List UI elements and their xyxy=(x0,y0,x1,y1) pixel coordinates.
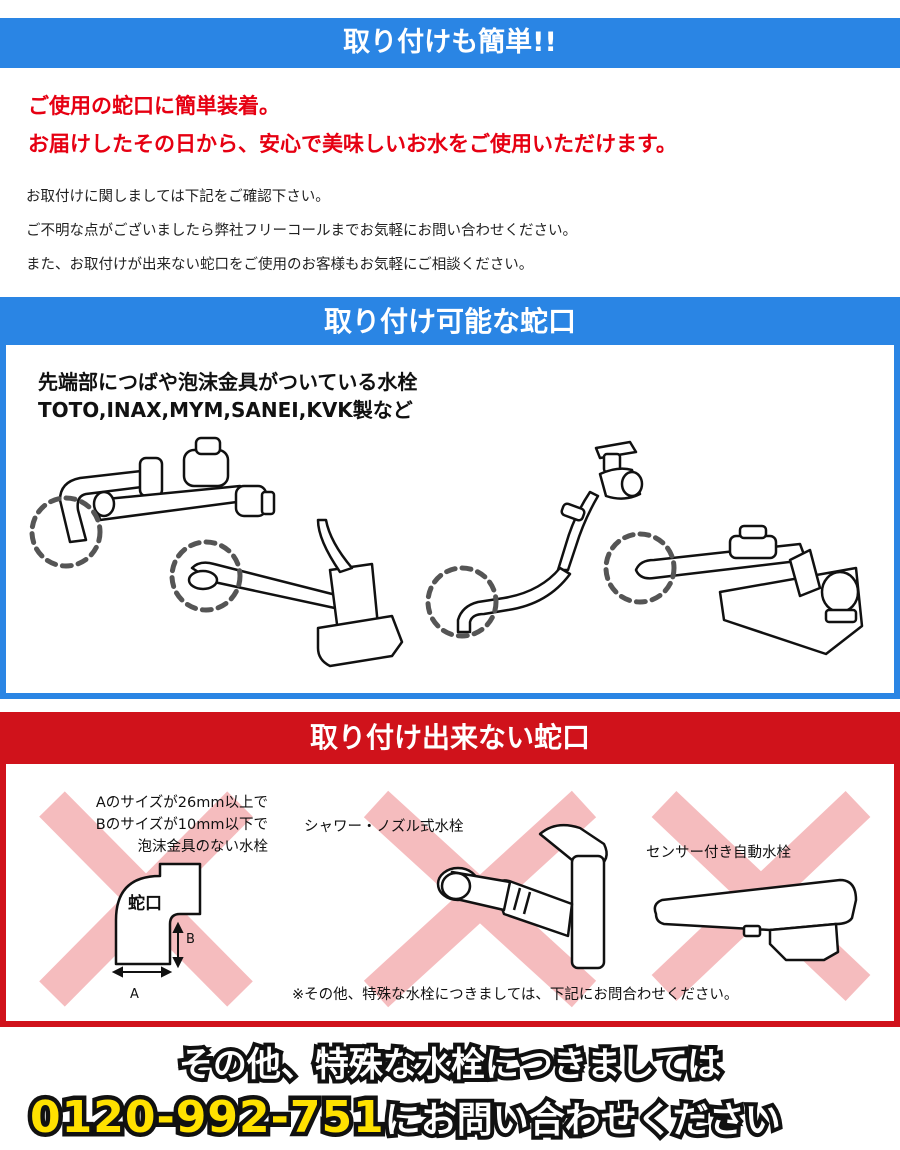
faucet-diagram-label: 蛇口 xyxy=(128,894,162,914)
incompatible-item1-text: Aのサイズが26mm以上で Bのサイズが10mm以下で 泡沫金具のない水栓 xyxy=(18,792,268,858)
item1-line3: 泡沫金具のない水栓 xyxy=(137,839,269,855)
footer-message: その他、特殊な水栓につきましては xyxy=(175,1041,725,1089)
incompatible-note: ※その他、特殊な水栓につきましては、下記にお問合わせください。 xyxy=(292,987,739,1003)
single-lever-faucet-illustration xyxy=(187,518,404,668)
highlight-circle xyxy=(603,531,677,605)
gooseneck-faucet-illustration xyxy=(456,440,644,634)
compatible-title-bar: 取り付け可能な蛇口 xyxy=(0,297,900,345)
shower-nozzle-faucet-illustration xyxy=(436,823,608,970)
page-title-bar: 取り付けも簡単!! xyxy=(0,18,900,68)
intro-highlight: ご使用の蛇口に簡単装着。 お届けしたその日から、安心で美味しいお水をご使用いただ… xyxy=(28,87,888,163)
incompatible-item2-text: シャワー・ノズル式水栓 xyxy=(304,819,464,835)
footer-contact: 0120-992-751にお問い合わせください xyxy=(26,1088,890,1150)
intro-red-line1: ご使用の蛇口に簡単装着。 xyxy=(28,94,280,118)
page-title: 取り付けも簡単!! xyxy=(343,27,557,58)
phone-number-link[interactable]: 0120-992-751 xyxy=(26,1088,389,1148)
compatible-desc-line1: 先端部につばや泡沫金具がついている水栓 xyxy=(38,370,418,394)
incompatible-title: 取り付け出来ない蛇口 xyxy=(309,721,590,754)
compatible-title: 取り付け可能な蛇口 xyxy=(323,305,576,338)
intro-red-line2: お届けしたその日から、安心で美味しいお水をご使用いただけます。 xyxy=(28,132,677,156)
bent-spout-diagram xyxy=(114,862,202,966)
incompatible-title-bar: 取り付け出来ない蛇口 xyxy=(0,712,900,764)
highlight-circle xyxy=(169,539,243,613)
sensor-faucet-illustration xyxy=(653,878,858,962)
intro-body-line3: また、お取付けが出来ない蛇口をご使用のお客様もお気軽にご相談ください。 xyxy=(26,257,534,273)
highlight-circle xyxy=(425,565,499,639)
intro-body-line1: お取付けに関しましては下記をご確認下さい。 xyxy=(26,189,330,205)
deck-faucet-illustration xyxy=(634,524,864,656)
compatible-desc-line2: TOTO,INAX,MYM,SANEI,KVK製など xyxy=(38,398,413,422)
incompatible-item3-text: センサー付き自動水栓 xyxy=(646,845,791,861)
intro-body: お取付けに関しましては下記をご確認下さい。 ご不明な点がございましたら弊社フリー… xyxy=(26,180,886,282)
dimension-a-label: A xyxy=(130,987,139,1002)
item1-line1: Aのサイズが26mm以上で xyxy=(95,795,268,811)
footer-contact-tail: にお問い合わせください xyxy=(381,1096,785,1145)
dimension-arrows xyxy=(111,921,184,978)
compatible-faucet-illustrations xyxy=(29,436,864,668)
incompatible-faucet-illustrations xyxy=(39,790,871,1008)
intro-body-line2: ご不明な点がございましたら弊社フリーコールまでお気軽にお問い合わせください。 xyxy=(26,223,577,239)
item1-line2: Bのサイズが10mm以下で xyxy=(95,817,268,833)
wall-faucet-illustration xyxy=(58,436,276,544)
compatible-description: 先端部につばや泡沫金具がついている水栓 TOTO,INAX,MYM,SANEI,… xyxy=(38,368,858,424)
dimension-b-label: B xyxy=(186,932,195,947)
highlight-circle xyxy=(29,495,103,569)
